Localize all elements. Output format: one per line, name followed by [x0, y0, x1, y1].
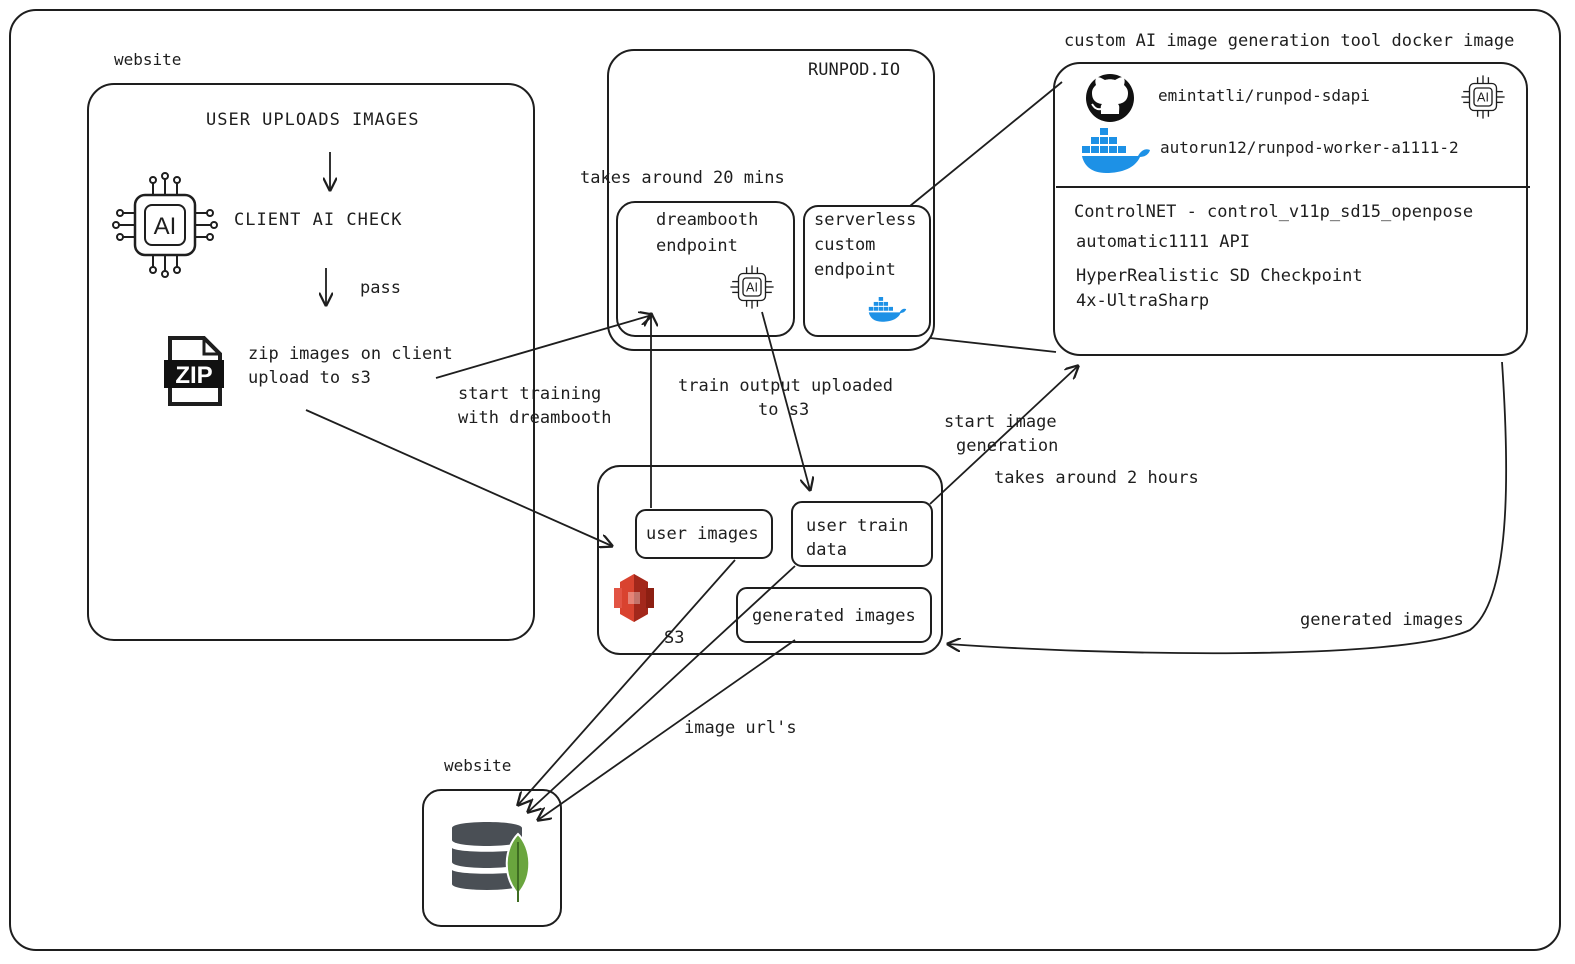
user-train-data-box — [791, 501, 933, 567]
line-serverless-to-docker-top — [909, 81, 1063, 207]
ai-chip-icon: AI — [730, 265, 774, 309]
step-user-uploads: USER UPLOADS IMAGES — [206, 110, 420, 130]
database-box — [422, 789, 562, 927]
arrow-start-training — [435, 315, 652, 379]
edge-generation-time: takes around 2 hours — [994, 468, 1199, 488]
line-serverless-to-docker-bottom — [929, 337, 1057, 353]
dreambooth-time-note: takes around 20 mins — [580, 168, 785, 188]
edge-train-output-1: train output uploaded — [678, 376, 893, 396]
dreambooth-label-2: endpoint — [656, 236, 738, 256]
feature-upscaler: 4x-UltraSharp — [1076, 291, 1210, 311]
pass-label: pass — [360, 278, 401, 298]
edge-image-urls: image url's — [684, 718, 797, 738]
s3-box — [597, 465, 943, 655]
zip-icon: ZIP — [164, 336, 224, 406]
edge-start-generation-2: generation — [956, 436, 1059, 456]
zip-step-line1: zip images on client — [248, 344, 453, 364]
edge-train-output-2: to s3 — [758, 400, 810, 420]
dreambooth-endpoint-box — [616, 201, 795, 337]
aws-s3-icon — [614, 574, 654, 622]
generated-images-box — [736, 587, 932, 643]
serverless-label-2: custom — [814, 235, 876, 255]
edge-start-training-2: with dreambooth — [458, 408, 612, 428]
user-train-data-label-2: data — [806, 540, 847, 560]
dreambooth-label-1: dreambooth — [656, 210, 759, 230]
github-icon — [1086, 74, 1134, 122]
edge-generated-images-return: generated images — [1300, 610, 1464, 630]
user-train-data-label-1: user train — [806, 516, 909, 536]
ai-chip-text: AI — [154, 213, 177, 240]
arrow-user-images-to-db — [518, 559, 736, 805]
arrow-generated-to-db — [538, 639, 796, 820]
svg-text:ZIP: ZIP — [175, 362, 212, 389]
outer-frame — [9, 9, 1561, 951]
generated-images-label: generated images — [752, 606, 916, 626]
user-images-label: user images — [646, 524, 759, 544]
zip-step-line2: upload to s3 — [248, 368, 371, 388]
runpod-title: RUNPOD.IO — [808, 60, 901, 80]
ai-chip-icon: AI — [112, 172, 218, 278]
edge-start-training-1: start training — [458, 384, 602, 404]
docker-icon — [1082, 128, 1150, 173]
s3-label: S3 — [664, 628, 685, 648]
feature-controlnet: ControlNET - control_v11p_sd15_openpose — [1074, 202, 1474, 222]
docker-image-title: custom AI image generation tool docker i… — [1064, 31, 1515, 51]
arrow-generated-images-return — [948, 361, 1508, 655]
db-section-title: website — [444, 756, 512, 775]
github-repo: emintatli/runpod-sdapi — [1158, 86, 1370, 105]
svg-text:AI: AI — [746, 281, 758, 295]
feature-checkpoint: HyperRealistic SD Checkpoint — [1076, 266, 1363, 286]
serverless-label-1: serverless — [814, 210, 917, 230]
docker-repo: autorun12/runpod-worker-a1111-2 — [1160, 138, 1459, 157]
docker-icon — [868, 297, 907, 322]
arrow-train-output-to-s3 — [761, 311, 810, 490]
svg-text:AI: AI — [1477, 91, 1489, 105]
arrow-train-data-to-db — [528, 565, 796, 812]
serverless-label-3: endpoint — [814, 260, 896, 280]
arrow-zip-to-s3 — [305, 409, 612, 546]
step-client-ai-check: CLIENT AI CHECK — [234, 210, 403, 230]
serverless-endpoint-box — [803, 205, 931, 337]
feature-automatic1111: automatic1111 API — [1076, 232, 1250, 252]
website-box — [87, 83, 535, 641]
user-images-box — [635, 509, 773, 559]
mongodb-database-icon — [452, 822, 531, 902]
runpod-box — [607, 49, 935, 351]
arrow-start-generation — [929, 366, 1078, 505]
ai-chip-icon: AI — [1461, 75, 1505, 119]
edge-start-generation-1: start image — [944, 412, 1057, 432]
docker-image-box — [1053, 62, 1528, 356]
website-section-title: website — [114, 50, 182, 69]
